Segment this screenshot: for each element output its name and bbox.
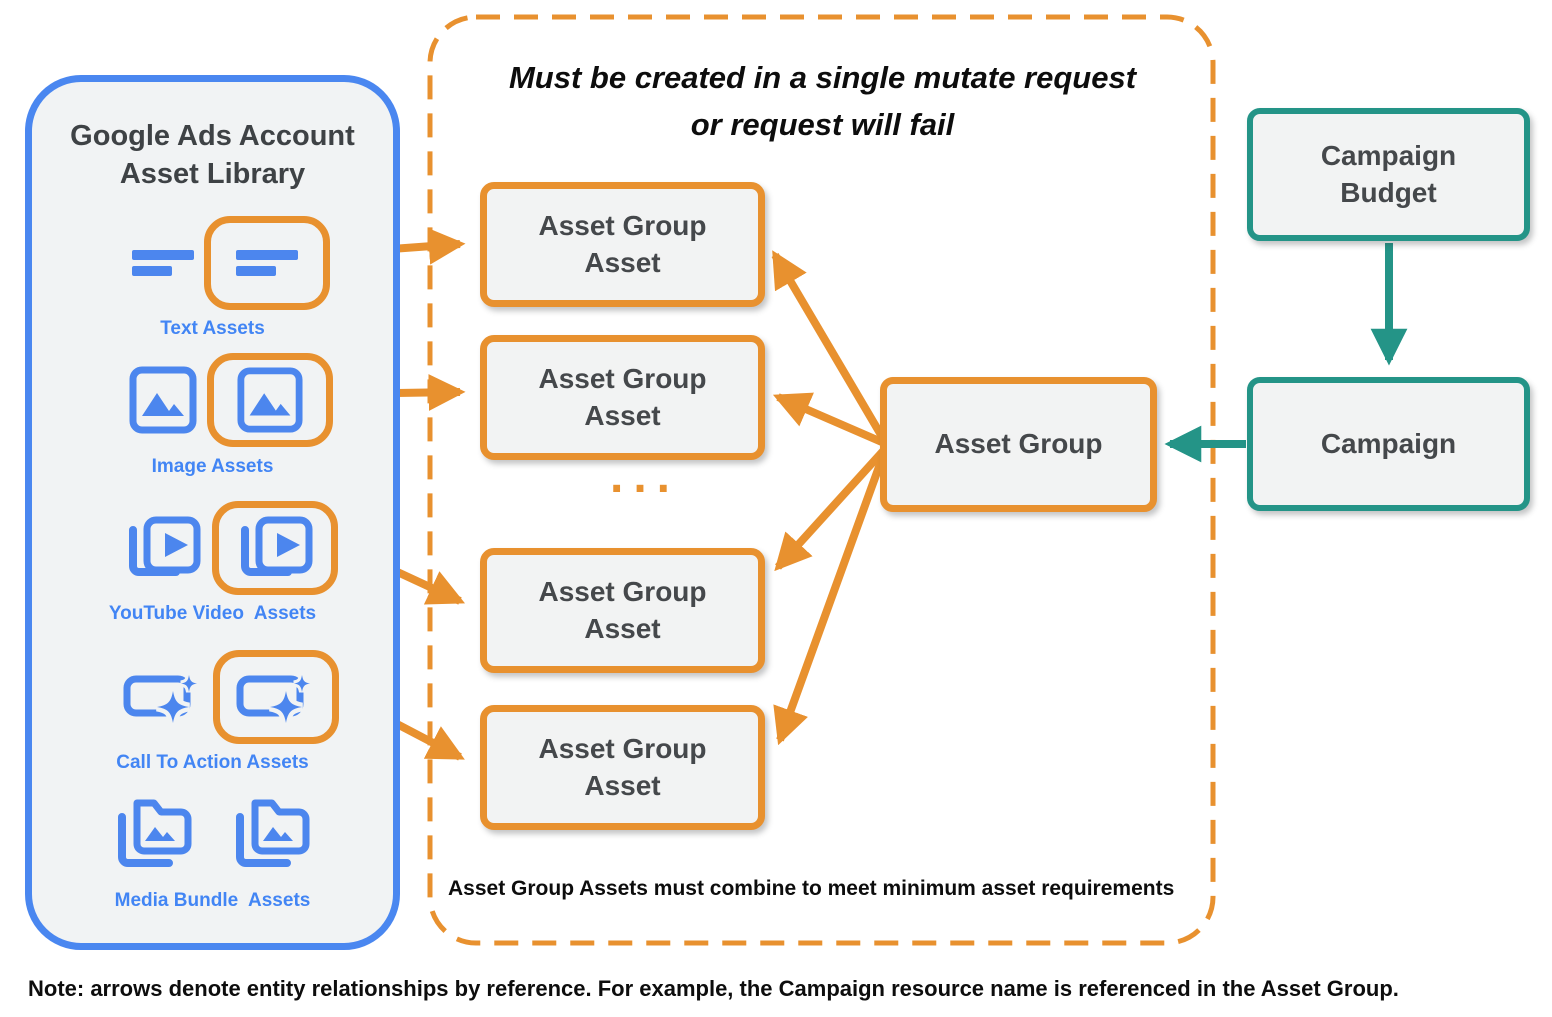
ellipsis: ... [609,450,680,503]
selected-youtube-asset-highlight [211,500,338,595]
lib-label-youtube-assets: YouTube Video Assets [108,603,317,624]
lib-label-media-bundle-assets: Media Bundle Assets [114,890,311,911]
image-asset-icon [129,366,196,434]
campaign-box: Campaign [1247,377,1530,511]
media-bundle-asset-icon [117,799,191,867]
lib-label-text-assets: Text Assets [160,318,265,339]
text-asset-icon [235,250,298,276]
asset-group-asset-label: Asset Group Asset [538,209,707,278]
asset-group-asset-label: Asset Group Asset [538,732,707,801]
mutate-panel-title: Must be created in a single mutate reque… [508,60,1137,142]
selected-text-asset-highlight [203,216,330,310]
arrow-asset-group-to-aga-1 [771,250,888,443]
image-asset-icon [236,367,303,433]
media-bundle-asset-icon [235,799,309,867]
asset-group-label: Asset Group [934,428,1103,460]
asset-group-asset-box-1: Asset Group Asset [480,182,765,307]
asset-group-asset-box-3: Asset Group Asset [480,548,765,673]
campaign-budget-label: Campaign Budget [1320,139,1457,208]
selected-image-asset-highlight [206,353,333,447]
selected-cta-asset-highlight [212,650,339,744]
campaign-label: Campaign [1320,427,1457,459]
campaign-budget-box: Campaign Budget [1247,108,1530,241]
diagram-note: Note: arrows denote entity relationships… [28,976,1399,1001]
asset-group-asset-label: Asset Group Asset [538,362,707,431]
arrow-asset-group-to-aga-4 [773,451,888,746]
youtube-video-asset-icon [240,516,312,576]
lib-label-image-assets: Image Assets [151,456,274,477]
arrow-asset-group-to-aga-3 [774,447,887,572]
lib-row-cta-assets: Call To Action Assets [32,650,393,774]
text-asset-icon [131,250,194,276]
asset-group-asset-label: Asset Group Asset [538,575,707,644]
asset-library-panel: Google Ads Account Asset Library Text As… [25,75,400,950]
call-to-action-asset-icon [236,674,311,724]
asset-group-asset-box-4: Asset Group Asset [480,705,765,830]
lib-label-cta-assets: Call To Action Assets [116,752,309,773]
lib-row-media-bundle-assets: Media Bundle Assets [32,792,393,912]
call-to-action-asset-icon [123,674,198,724]
mutate-panel-footnote: Asset Group Assets must combine to meet … [448,877,1175,900]
arrow-asset-group-to-aga-2 [772,392,886,447]
lib-row-youtube-assets: YouTube Video Assets [32,500,393,625]
youtube-video-asset-icon [128,516,200,576]
lib-row-image-assets: Image Assets [32,352,393,478]
lib-row-text-assets: Text Assets [32,216,393,340]
asset-group-box: Asset Group [880,377,1157,512]
asset-group-asset-box-2: Asset Group Asset [480,335,765,460]
asset-library-title: Google Ads Account Asset Library [70,120,355,190]
